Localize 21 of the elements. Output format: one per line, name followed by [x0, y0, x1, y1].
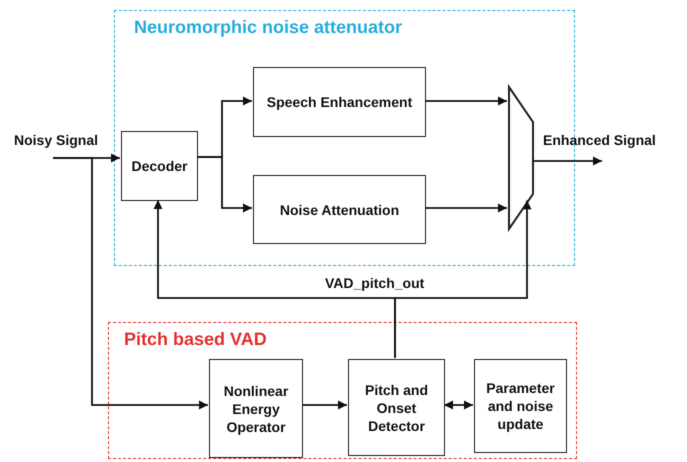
arrow: [53, 157, 208, 410]
process-box: Nonlinear Energy Operator: [209, 359, 303, 458]
process-box: Speech Enhancement: [253, 67, 426, 137]
edge-label: VAD_pitch_out: [323, 275, 426, 291]
arrow: [444, 400, 473, 410]
arrow: [394, 200, 532, 358]
arrow: [302, 400, 347, 410]
process-box: Decoder: [121, 131, 198, 201]
arrow: [425, 204, 507, 212]
process-box: Pitch and Onset Detector: [348, 359, 445, 456]
multiplexer-symbol: [508, 86, 534, 230]
signal-label: Enhanced Signal: [543, 132, 675, 161]
arrow: [197, 156, 252, 212]
arrow: [533, 156, 602, 166]
group-heading: Neuromorphic noise attenuator: [134, 17, 402, 38]
signal-label: Noisy Signal: [14, 132, 112, 158]
dashed-group-frame: [108, 322, 577, 459]
group-heading: Pitch based VAD: [124, 329, 267, 350]
process-box: Parameter and noise update: [474, 359, 567, 453]
process-box: Noise Attenuation: [253, 175, 426, 244]
arrow: [425, 96, 507, 106]
